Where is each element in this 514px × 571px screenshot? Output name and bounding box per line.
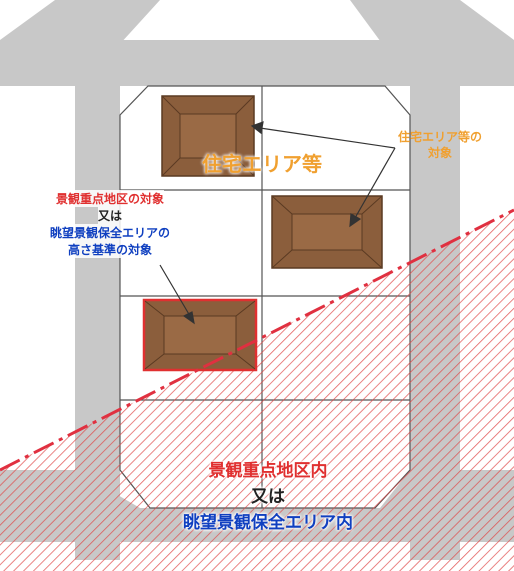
target-label-line3: 眺望景観保全エリアの: [49, 224, 171, 241]
residential-area-callout-line2: 対象: [427, 146, 453, 160]
house-3-target: [142, 298, 258, 372]
target-label-line1: 景観重点地区の対象: [55, 190, 165, 207]
zone-label-line1: 景観重点地区内: [208, 461, 328, 481]
residential-area-main-label: 住宅エリア等: [202, 152, 322, 176]
target-label-line4: 高さ基準の対象: [67, 241, 153, 258]
target-label-line2: 又は: [97, 207, 123, 224]
house-1: [161, 95, 255, 177]
zone-label-line2: 又は: [251, 487, 285, 507]
residential-area-callout-line1: 住宅エリア等の: [397, 130, 483, 144]
zone-boundary-line: [0, 208, 514, 472]
callout-arrows: [159, 121, 396, 325]
house-2: [271, 195, 383, 269]
zone-label-line3: 眺望景観保全エリア内: [183, 513, 353, 533]
